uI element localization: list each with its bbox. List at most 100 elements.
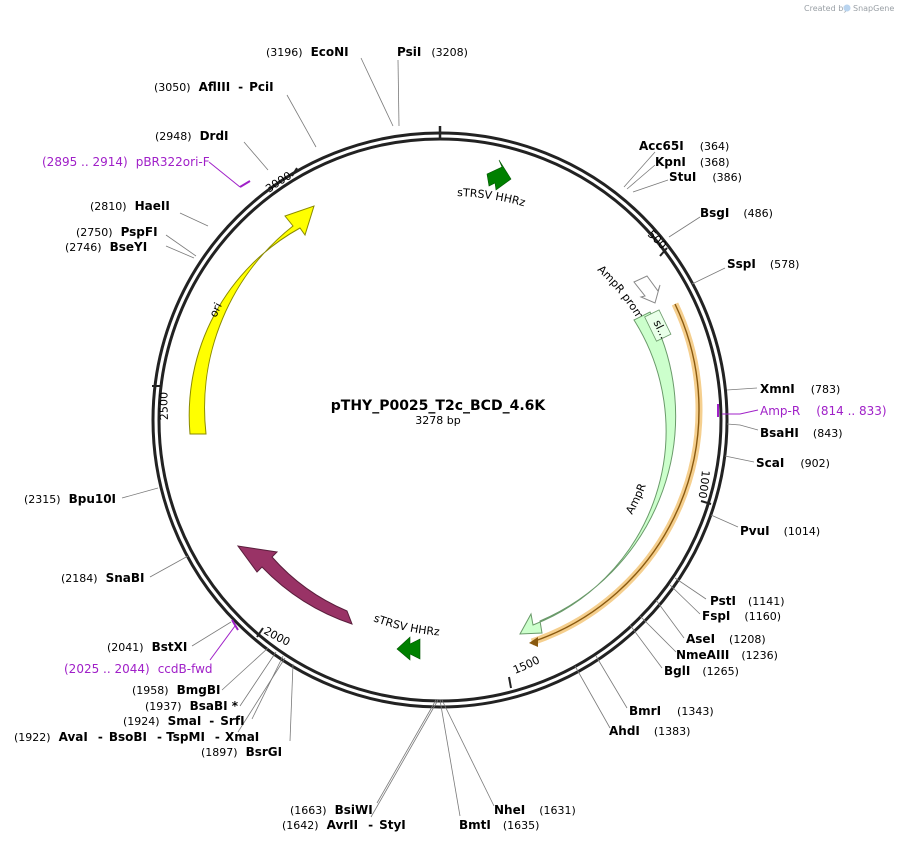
site-psti[interactable]: PstI(1141) xyxy=(710,594,785,608)
leader-sspi xyxy=(691,267,726,285)
site-nmeaiii[interactable]: NmeAIII(1236) xyxy=(676,648,778,662)
leader-bstxi xyxy=(191,621,232,647)
leader-pspfi xyxy=(165,234,197,257)
tick-mark-500 xyxy=(659,247,668,257)
ampr-gene-arrow[interactable] xyxy=(519,311,677,635)
site-acc65i[interactable]: Acc65I(364) xyxy=(639,139,729,153)
snapgene-logo-icon xyxy=(843,4,851,12)
amp-r-primer-highlight xyxy=(530,302,703,646)
plasmid-length: 3278 bp xyxy=(415,414,460,427)
leader-bsabi xyxy=(239,651,277,707)
leader-scai xyxy=(724,455,755,463)
site-avai[interactable]: (1922)AvaI-BsoBI-TspMI-XmaI xyxy=(14,730,259,744)
site-psii[interactable]: PsiI(3208) xyxy=(397,45,468,59)
primer-marks xyxy=(208,161,759,661)
leader-psii xyxy=(397,59,400,127)
site-bsgi[interactable]: BsgI(486) xyxy=(700,206,773,220)
leader-nmeaiii xyxy=(639,615,677,653)
site-labels: (3196)EcoNI PsiI(3208) (3050)AflIII-PciI… xyxy=(14,45,887,832)
leader-smai xyxy=(251,655,284,720)
site-scai[interactable]: ScaI(902) xyxy=(756,456,830,470)
leader-snabi xyxy=(149,555,189,578)
amp-r-primer-line[interactable] xyxy=(531,303,700,643)
ampr-label: AmpR xyxy=(623,481,649,516)
srsv-hhrz-top-label: sTRSV HHRz xyxy=(457,186,527,209)
site-stui[interactable]: StuI(386) xyxy=(669,170,742,184)
srsv-hhrz-bottom-arrow[interactable] xyxy=(396,636,421,661)
site-asei[interactable]: AseI(1208) xyxy=(686,632,766,646)
site-bgli[interactable]: BglI(1265) xyxy=(664,664,739,678)
plasmid-name: pTHY_P0025_T2c_BCD_4.6K xyxy=(331,398,547,414)
site-haeii[interactable]: (2810)HaeII xyxy=(90,199,170,213)
tick-mark-1000 xyxy=(700,500,712,505)
site-bsabi[interactable]: (1937)BsaBI * xyxy=(145,699,239,713)
site-afliii[interactable]: (3050)AflIII-PciI xyxy=(154,80,274,94)
leader-bsahi xyxy=(726,423,759,431)
site-snabi[interactable]: (2184)SnaBI xyxy=(61,571,144,585)
primer-amp-r[interactable]: Amp-R(814 .. 833) xyxy=(760,404,887,418)
ampr-promoter-arrow[interactable] xyxy=(633,275,661,304)
snapgene-credit: Created by SnapGene xyxy=(804,4,894,13)
leader-pvui xyxy=(710,514,739,528)
srsv-hhrz-bottom-label: sTRSV HHRz xyxy=(372,612,440,639)
signal-peptide-box[interactable] xyxy=(644,309,672,342)
primer-ccdb-fwd[interactable]: (2025 .. 2044)ccdB-fwd xyxy=(64,662,213,676)
site-pvui[interactable]: PvuI(1014) xyxy=(740,524,820,538)
site-avrii[interactable]: (1642)AvrII-StyI xyxy=(282,818,406,832)
leader-asei xyxy=(655,599,685,639)
tick-label-1000: 1000 xyxy=(695,470,712,500)
leader-bpu10i xyxy=(121,487,159,499)
site-leaders xyxy=(121,57,759,818)
site-fspi[interactable]: FspI(1160) xyxy=(702,609,781,623)
ccdb-fwd-leader xyxy=(209,625,236,661)
site-bseyi[interactable]: (2746)BseYI xyxy=(65,240,147,254)
leader-psti xyxy=(674,577,707,600)
leader-avai xyxy=(237,657,286,733)
site-bstxi[interactable]: (2041)BstXI xyxy=(107,640,187,654)
leader-stui xyxy=(632,179,669,193)
site-bmgbi[interactable]: (1958)BmgBI xyxy=(132,683,220,697)
leader-bgli xyxy=(629,624,663,669)
site-bsiwi[interactable]: (1663)BsiWI xyxy=(290,803,373,817)
leader-ahdi xyxy=(574,665,611,729)
primer-pbr322ori-f[interactable]: (2895 .. 2914)pBR322ori-F xyxy=(42,155,210,169)
credit-prefix: Created by xyxy=(804,4,848,13)
ori-label: ori xyxy=(207,301,225,320)
ccdb-gene-arrow[interactable] xyxy=(236,545,353,625)
site-bsahi[interactable]: BsaHI(843) xyxy=(760,426,843,440)
leader-haeii xyxy=(179,212,209,227)
tick-label-2000: 2000 xyxy=(261,624,292,648)
site-xmni[interactable]: XmnI(783) xyxy=(760,382,840,396)
leader-econi xyxy=(360,57,394,127)
leader-bsgi xyxy=(668,216,701,238)
srsv-hhrz-top-arrow[interactable] xyxy=(486,159,512,191)
site-bsrgi[interactable]: (1897)BsrGI xyxy=(201,745,282,759)
leader-bseyi xyxy=(165,245,195,259)
leader-bsiwi xyxy=(376,699,437,804)
leader-kpni xyxy=(626,164,656,190)
leader-drdi xyxy=(243,141,269,171)
site-drdi[interactable]: (2948)DrdI xyxy=(155,129,229,143)
tick-mark-3000 xyxy=(291,167,298,177)
ccdb-fwd-mark[interactable] xyxy=(231,619,239,631)
site-nhei[interactable]: NheI(1631) xyxy=(494,803,576,817)
tick-mark-1500 xyxy=(508,676,512,689)
leader-bmri xyxy=(595,655,628,709)
amp-r-primer-arrowhead xyxy=(529,637,538,647)
site-pspfi[interactable]: (2750)PspFI xyxy=(76,225,158,239)
pbr322ori-f-mark[interactable] xyxy=(239,180,251,188)
leader-xmni xyxy=(726,387,758,391)
site-bmri[interactable]: BmrI(1343) xyxy=(629,704,714,718)
site-ahdi[interactable]: AhdI(1383) xyxy=(609,724,690,738)
leader-nhei xyxy=(441,699,495,807)
leader-acc65i xyxy=(623,151,656,188)
site-econi[interactable]: (3196)EcoNI xyxy=(266,45,349,59)
site-smai[interactable]: (1924)SmaI-SrfI xyxy=(123,714,245,728)
site-sspi[interactable]: SspI(578) xyxy=(727,257,799,271)
site-bpu10i[interactable]: (2315)Bpu10I xyxy=(24,492,116,506)
site-bmti[interactable]: BmtI(1635) xyxy=(459,818,539,832)
site-kpni[interactable]: KpnI(368) xyxy=(655,155,730,169)
tick-mark-2000 xyxy=(256,627,264,638)
ori-arrow[interactable] xyxy=(188,205,315,435)
